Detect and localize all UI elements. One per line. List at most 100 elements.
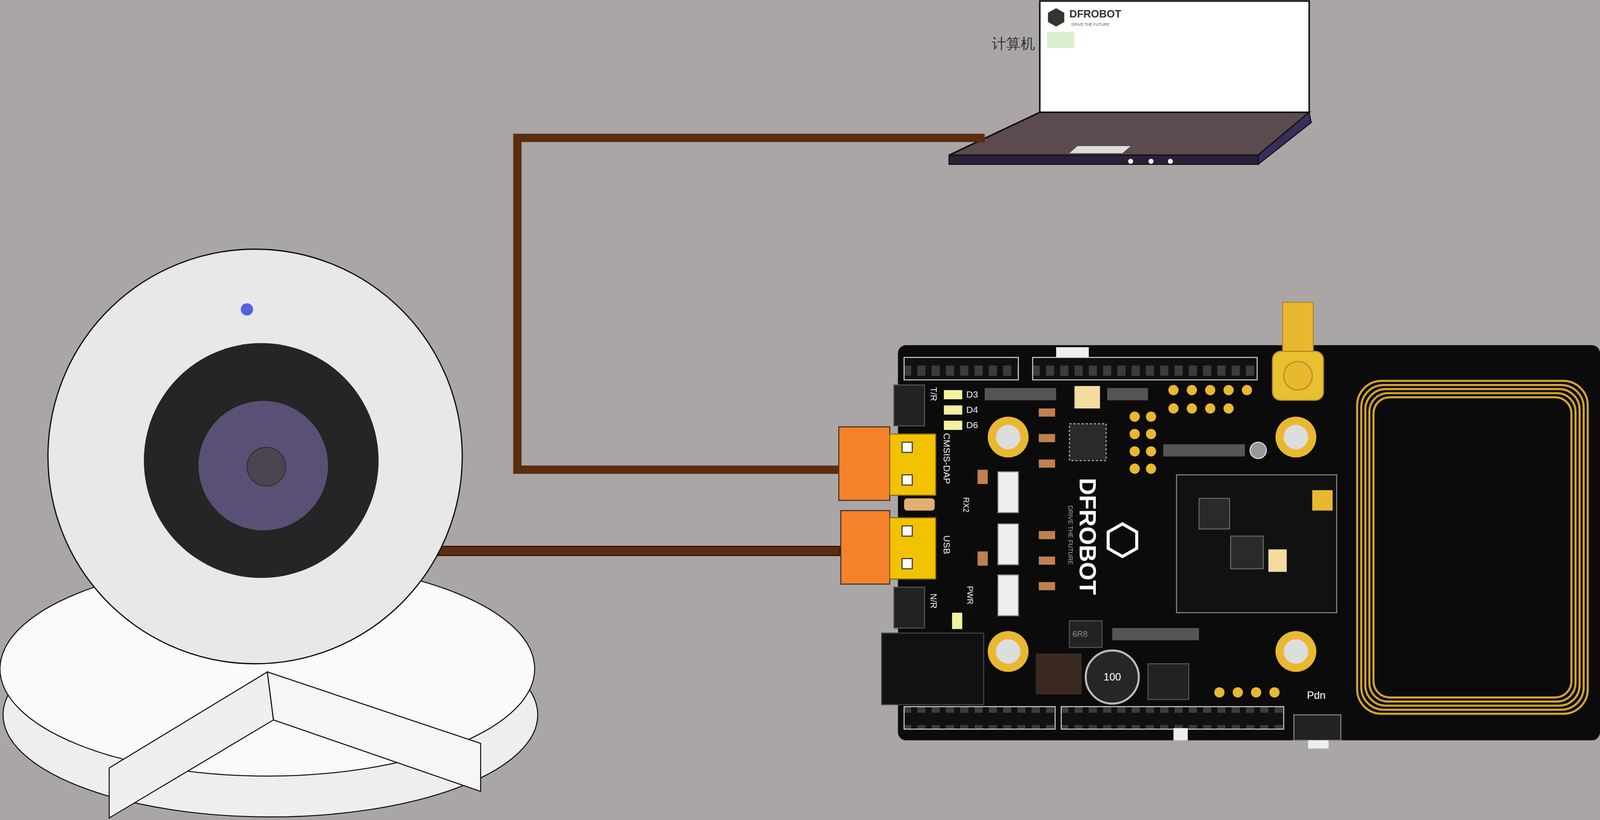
silk-label: CMSIS-DAP bbox=[941, 432, 953, 485]
mounting-hole bbox=[996, 639, 1021, 664]
resistor bbox=[1038, 408, 1056, 417]
diode bbox=[997, 575, 1019, 616]
pad bbox=[1205, 384, 1216, 395]
screen-icon bbox=[1046, 31, 1075, 48]
pad bbox=[1129, 411, 1140, 422]
silk-label: N/R bbox=[928, 593, 939, 609]
diode bbox=[997, 471, 1019, 513]
silk-label: D4 bbox=[966, 404, 979, 415]
silk-label: D6 bbox=[966, 419, 979, 431]
camera-base-face bbox=[267, 671, 481, 792]
laptop-led bbox=[1167, 158, 1174, 164]
crystal bbox=[1074, 386, 1100, 409]
webcam bbox=[0, 249, 841, 819]
part-marking: 6R8 bbox=[1072, 629, 1088, 640]
fuse bbox=[904, 498, 935, 511]
nfc-coil bbox=[1357, 380, 1588, 714]
regulator bbox=[1147, 663, 1189, 700]
button bbox=[893, 384, 925, 426]
diode bbox=[997, 523, 1019, 565]
button bbox=[893, 587, 925, 628]
laptop-led bbox=[1128, 158, 1134, 164]
pad bbox=[1269, 686, 1280, 698]
pcb bbox=[898, 345, 1600, 741]
nfc-coil bbox=[1365, 389, 1580, 706]
pin-header bbox=[904, 357, 1019, 380]
pad bbox=[1214, 686, 1225, 698]
pad bbox=[1232, 686, 1243, 698]
part-marking: 100 bbox=[1103, 670, 1122, 684]
sma-antenna bbox=[1272, 351, 1324, 401]
mounting-hole bbox=[1275, 630, 1317, 672]
silk-label: T/R bbox=[928, 386, 939, 401]
resistor bbox=[977, 551, 988, 566]
usb-port bbox=[889, 433, 936, 495]
camera-bezel bbox=[143, 343, 379, 579]
laptop-side bbox=[1258, 112, 1311, 165]
pad bbox=[1241, 384, 1252, 395]
slogan-text: DRIVE THE FUTURE bbox=[1071, 22, 1110, 28]
smd-row bbox=[1107, 387, 1148, 401]
smd-row bbox=[1112, 627, 1200, 641]
silk-label: Pdn bbox=[1307, 689, 1326, 702]
button bbox=[1250, 442, 1267, 459]
node-title: DFROBOT bbox=[1073, 477, 1102, 595]
resistor bbox=[977, 469, 988, 485]
camera-led bbox=[240, 303, 254, 316]
led bbox=[944, 390, 963, 400]
smd-row bbox=[1163, 444, 1245, 457]
resistor bbox=[1038, 556, 1056, 565]
inductor bbox=[1085, 650, 1139, 704]
led bbox=[944, 405, 963, 415]
laptop bbox=[948, 0, 1311, 165]
smd-cluster bbox=[1035, 653, 1082, 694]
led bbox=[951, 612, 963, 629]
inductor bbox=[1069, 620, 1103, 648]
board-node: DFROBOTDRIVE THE FUTURE bbox=[838, 345, 1600, 742]
mcu-chip bbox=[1069, 423, 1107, 461]
pad bbox=[1129, 463, 1140, 474]
pad bbox=[1186, 403, 1197, 414]
module-antenna bbox=[1312, 490, 1333, 511]
node-title: 计算机 bbox=[991, 34, 1036, 53]
pad bbox=[1129, 428, 1140, 440]
board-mark bbox=[1173, 728, 1189, 741]
usb-cable bbox=[428, 546, 840, 556]
usb-plug bbox=[840, 510, 890, 584]
nfc-coil bbox=[1361, 384, 1584, 710]
silk-label: D3 bbox=[966, 388, 979, 400]
computer-node: 计算机 bbox=[984, 20, 1314, 169]
pad bbox=[1129, 446, 1140, 457]
nfc-coil bbox=[1373, 397, 1572, 698]
pad bbox=[1186, 384, 1197, 395]
sma-antenna bbox=[1283, 361, 1313, 391]
silk-label: RX2 bbox=[960, 497, 971, 513]
logo-icon bbox=[1048, 8, 1065, 27]
pdn-switch bbox=[1308, 740, 1329, 749]
resistor bbox=[1038, 582, 1056, 591]
led bbox=[944, 420, 963, 430]
usb-cable bbox=[517, 137, 985, 470]
mounting-hole bbox=[996, 424, 1021, 450]
usb-pin bbox=[902, 442, 913, 453]
module-crystal bbox=[1268, 549, 1287, 572]
pin-header bbox=[1061, 706, 1284, 729]
mounting-hole bbox=[987, 630, 1029, 672]
camera-ball bbox=[48, 249, 463, 664]
silk-label: PWR bbox=[964, 585, 975, 605]
resistor bbox=[1038, 530, 1056, 540]
laptop-front bbox=[948, 155, 1259, 165]
wireless-module bbox=[1176, 474, 1337, 613]
pad bbox=[1223, 384, 1234, 395]
pad bbox=[1223, 403, 1234, 414]
usb-pin bbox=[902, 526, 913, 537]
usb-plug bbox=[838, 426, 890, 501]
silk-label: USB bbox=[941, 535, 953, 555]
pad bbox=[1205, 403, 1216, 414]
pad bbox=[1168, 403, 1179, 414]
sma-antenna bbox=[1282, 302, 1314, 354]
pad bbox=[1168, 384, 1179, 395]
